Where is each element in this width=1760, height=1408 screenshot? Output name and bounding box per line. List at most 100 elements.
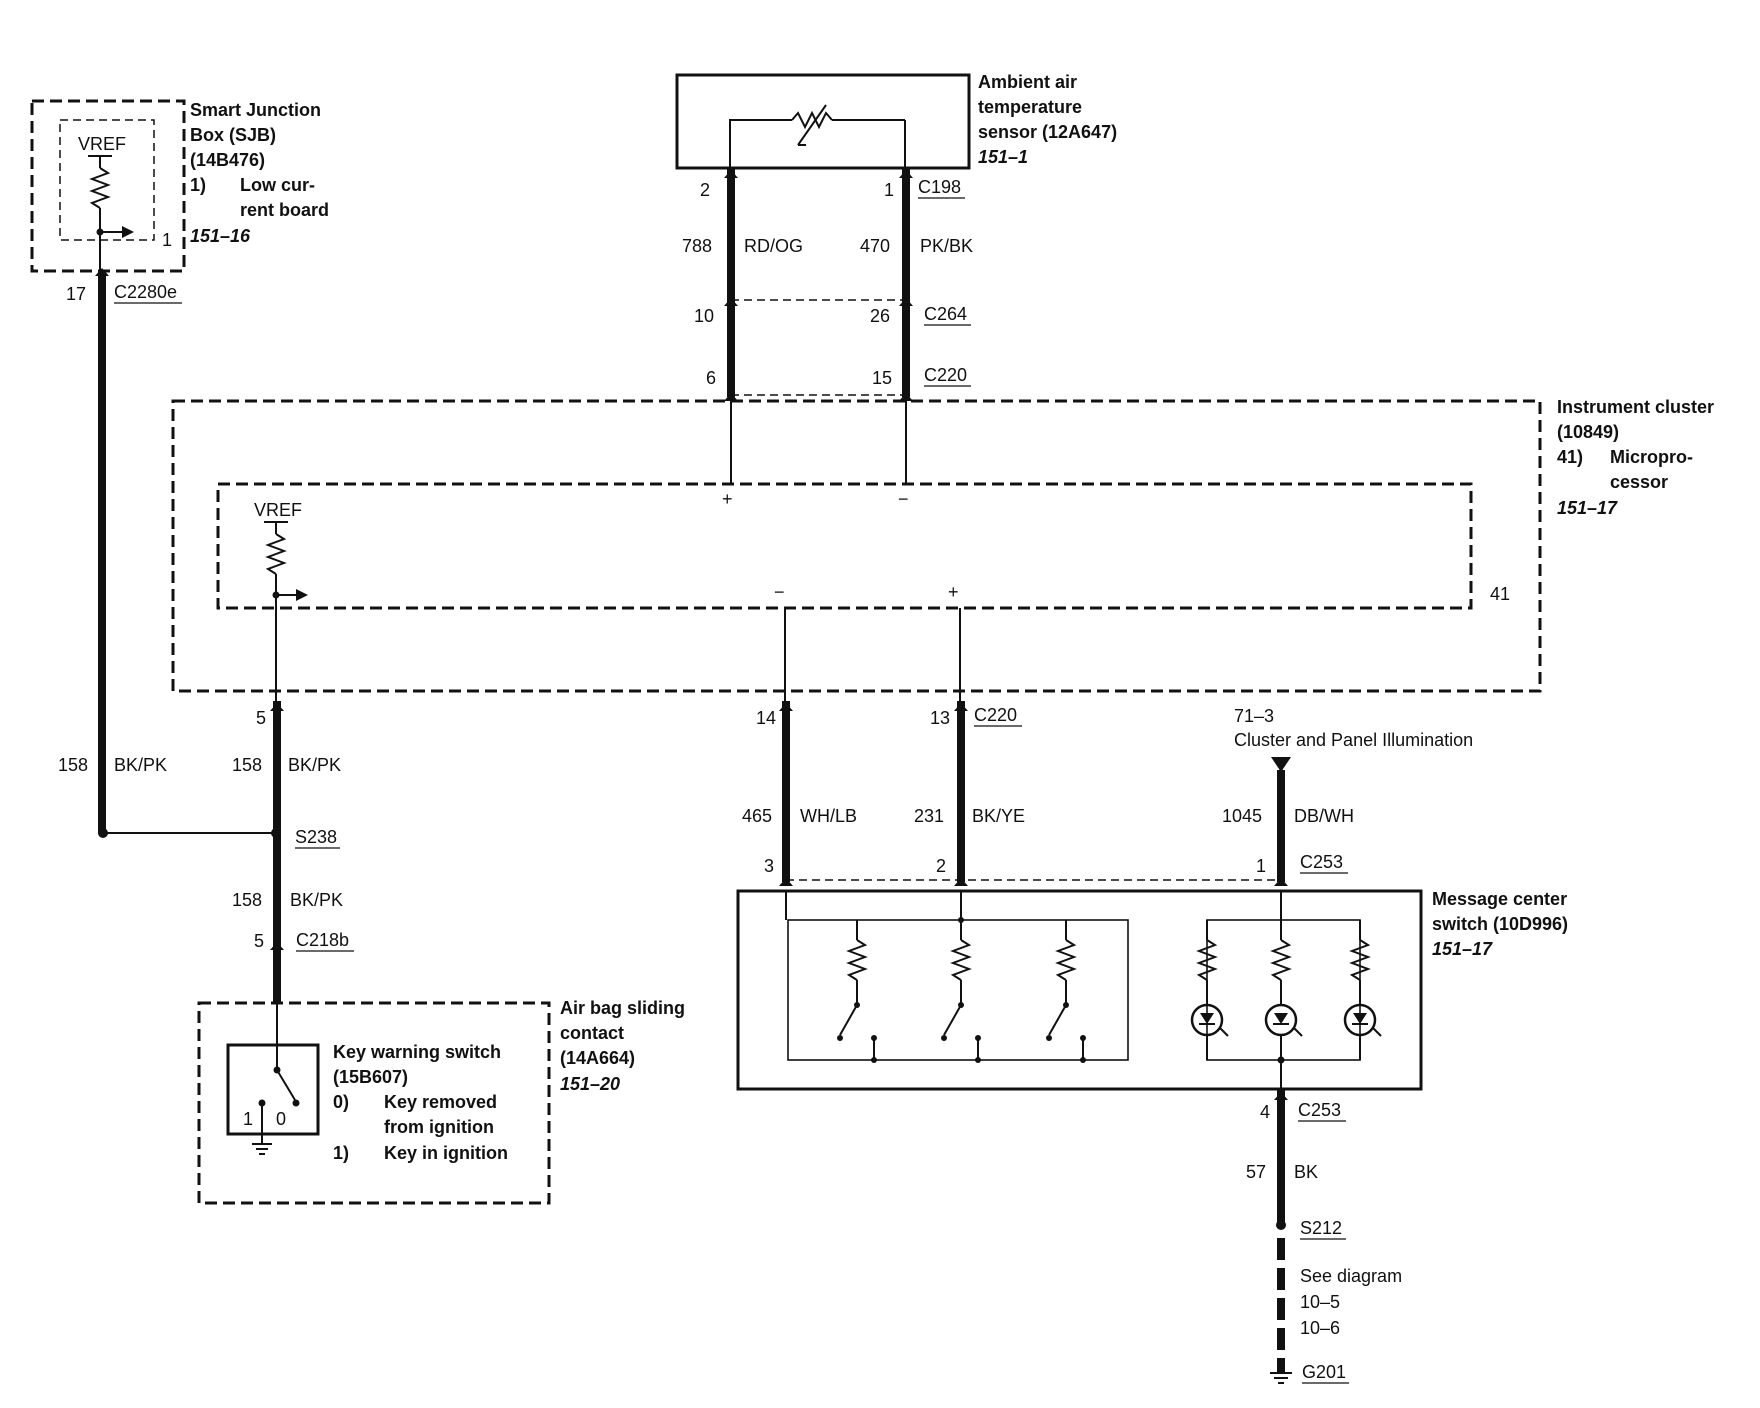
key-switch-state0-num: 0) [333, 1092, 349, 1112]
ic-polarity-bottom-left: − [774, 582, 785, 602]
airbag-name-line3: (14A664) [560, 1048, 635, 1068]
c220-top-pin-left: 6 [706, 368, 716, 388]
wire-158b-circuit: 158 [232, 755, 262, 775]
airbag-name-line2: contact [560, 1023, 624, 1043]
c198-pin-right: 1 [884, 180, 894, 200]
ic-resistor [265, 533, 287, 575]
ic-note-line2: cessor [1610, 472, 1668, 492]
c220-bottom-pin-left: 14 [756, 708, 776, 728]
ic-polarity-bottom-right: + [948, 582, 959, 602]
c264-pin-right: 26 [870, 306, 890, 326]
message-center-box [736, 889, 1423, 1091]
message-center-name-line2: switch (10D996) [1432, 914, 1568, 934]
c220-top-connector-label: C220 [924, 365, 967, 385]
illumination-label: Cluster and Panel Illumination [1234, 730, 1473, 750]
instrument-cluster-outer-box [171, 399, 1542, 693]
c220-top-pin-right: 15 [872, 368, 892, 388]
wire-158b-color: BK/PK [288, 755, 341, 775]
c253-top-pin-left: 3 [764, 856, 774, 876]
c2280e-connector-label: C2280e [114, 282, 177, 302]
see-diagram-line3: 10–6 [1300, 1318, 1340, 1338]
c264-pin-left: 10 [694, 306, 714, 326]
c218b-pin-label: 5 [254, 931, 264, 951]
splice-s238-label: S238 [295, 827, 337, 847]
airbag-name-line1: Air bag sliding [560, 998, 685, 1018]
sjb-pin-label: 1 [162, 230, 172, 250]
ambient-air-sensor: Ambient air temperature sensor (12A647) … [675, 72, 1117, 170]
c220-bottom-pin-right: 13 [930, 708, 950, 728]
ground-wire-57: 4 C253 57 BK S212 See diagram 10–5 10–6 … [1246, 1089, 1402, 1384]
sjb-note-line2: rent board [240, 200, 329, 220]
wire-57-color: BK [1294, 1162, 1318, 1182]
sjb-low-current-board-box [59, 119, 155, 241]
c253-top-connector-label: C253 [1300, 852, 1343, 872]
ic-polarity-top-right: − [898, 489, 909, 509]
message-switch-1 [837, 920, 877, 1063]
c253-bottom-connector-label: C253 [1298, 1100, 1341, 1120]
sjb-note-line1: Low cur- [240, 175, 315, 195]
message-center-name-line1: Message center [1432, 889, 1567, 909]
ambient-sensor-page-ref: 151–1 [978, 147, 1028, 167]
ambient-sensor-box [675, 73, 971, 170]
microprocessor-box [216, 482, 1473, 610]
c220-bottom-connector-label: C220 [974, 705, 1017, 725]
wire-788-color: RD/OG [744, 236, 803, 256]
wire-470-circuit: 470 [860, 236, 890, 256]
key-switch-blade [276, 1069, 296, 1101]
thermistor-arrow [797, 104, 827, 146]
key-switch-state1-num: 1) [333, 1143, 349, 1163]
c2280e-pin-label: 17 [66, 284, 86, 304]
ic-note-line1: Micropro- [1610, 447, 1693, 467]
wire-231-circuit: 231 [914, 806, 944, 826]
sjb-name-line3: (14B476) [190, 150, 265, 170]
key-switch-name-line1: Key warning switch [333, 1042, 501, 1062]
indicator-lamp-3 [1343, 920, 1382, 1060]
wire-231-color: BK/YE [972, 806, 1025, 826]
airbag-page-ref: 151–20 [560, 1074, 620, 1094]
splice-s238: S238 [98, 827, 340, 849]
indicator-lamp-2 [1264, 920, 1303, 1060]
ic-name-line2: (10849) [1557, 422, 1619, 442]
c198-connector-label: C198 [918, 177, 961, 197]
key-switch-pos0: 0 [276, 1109, 286, 1129]
see-diagram-line2: 10–5 [1300, 1292, 1340, 1312]
wire-465-circuit: 465 [742, 806, 772, 826]
c264-connector-label: C264 [924, 304, 967, 324]
ambient-sensor-name-line2: temperature [978, 97, 1082, 117]
c253-bottom-pin-label: 4 [1260, 1102, 1270, 1122]
c198-pin-left: 2 [700, 180, 710, 200]
message-center-page-ref: 151–17 [1432, 939, 1493, 959]
wire-1045-color: DB/WH [1294, 806, 1354, 826]
ic-name-line1: Instrument cluster [1557, 397, 1714, 417]
ic-vref-label: VREF [254, 500, 302, 520]
wire-158a-color: BK/PK [114, 755, 167, 775]
c253-top-pin-right: 1 [1256, 856, 1266, 876]
key-switch-name-line2: (15B607) [333, 1067, 408, 1087]
wire-158a-circuit: 158 [58, 755, 88, 775]
ic-pin5-label: 5 [256, 708, 266, 728]
sjb-outer-box [30, 99, 186, 273]
illumination-feed-arrow [1271, 757, 1291, 772]
key-switch-pos1: 1 [243, 1109, 253, 1129]
instrument-cluster: + − − + 41 VREF Instrument cluster (1084… [171, 397, 1714, 701]
c218b-connector-label: C218b [296, 930, 349, 950]
sensor-wires: 2 1 C198 788 RD/OG 470 PK/BK 10 26 C264 … [682, 168, 973, 484]
splice-s212-label: S212 [1300, 1218, 1342, 1238]
sjb-name-line2: Box (SJB) [190, 125, 276, 145]
wire-158-sjb: 17 C2280e 158 BK/PK [58, 268, 182, 833]
message-center-switch: Message center switch (10D996) 151–17 [736, 889, 1568, 1091]
illumination-ref: 71–3 [1234, 706, 1274, 726]
wire-158c-circuit: 158 [232, 890, 262, 910]
key-switch-state1-line1: Key in ignition [384, 1143, 508, 1163]
ic-polarity-top-left: + [722, 489, 733, 509]
see-diagram-line1: See diagram [1300, 1266, 1402, 1286]
sjb-note-number: 1) [190, 175, 206, 195]
wire-1045-circuit: 1045 [1222, 806, 1262, 826]
ic-input-arrow [296, 589, 308, 601]
wire-465-color: WH/LB [800, 806, 857, 826]
sjb-input-arrow [122, 226, 134, 238]
c253-top-pin-mid: 2 [936, 856, 946, 876]
indicator-lamp-1 [1190, 920, 1229, 1060]
airbag-contact-box [197, 1001, 551, 1205]
